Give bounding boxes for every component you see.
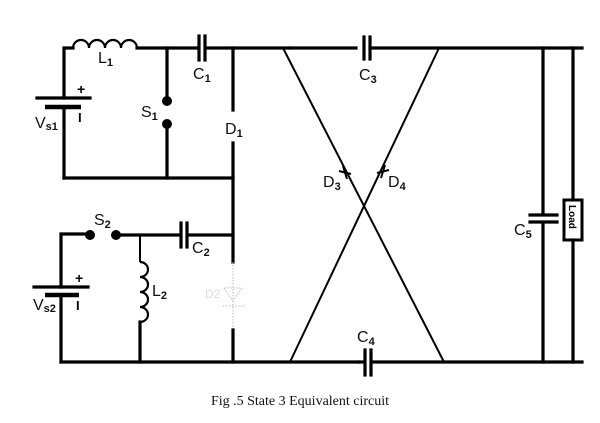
label-c4: C4 — [357, 329, 376, 348]
inductor-l2 — [139, 260, 150, 324]
label-vs1: Vs1 — [35, 115, 58, 133]
label-c5: C5 — [514, 222, 532, 241]
source-1-loop — [35, 34, 292, 264]
capacitor-c5 — [528, 213, 559, 224]
label-load: Load — [566, 205, 577, 229]
figure-caption: Fig .5 State 3 Equivalent circuit — [211, 394, 389, 409]
label-s1: S1 — [141, 104, 158, 123]
switch-s2-contact-left — [85, 230, 95, 240]
capacitor-c3 — [362, 35, 372, 61]
label-s2: S2 — [94, 212, 111, 231]
diode-d3-mark — [338, 165, 352, 180]
cross-wire-d4 — [289, 47, 440, 363]
vs2-plus: + — [75, 270, 83, 286]
svg-text:D2: D2 — [205, 287, 221, 301]
vs1-minus: I — [78, 110, 82, 125]
vs2-minus: I — [76, 298, 80, 313]
switch-s1-contact-top — [162, 96, 172, 106]
capacitor-c4 — [363, 348, 373, 377]
output-stage — [528, 46, 584, 364]
source-2-loop: D2 — [32, 221, 361, 364]
label-l1: L1 — [98, 50, 113, 69]
vs1-plus: + — [77, 81, 85, 97]
labels: L1 C1 S1 D1 Vs1 S2 C2 L2 Vs2 C3 C4 D3 D4… — [33, 50, 577, 348]
label-d3: D3 — [323, 174, 341, 193]
label-vs2: Vs2 — [33, 297, 56, 315]
bridge — [282, 35, 584, 377]
label-d4: D4 — [388, 174, 407, 193]
label-c2: C2 — [192, 240, 210, 259]
capacitor-c2 — [179, 221, 189, 249]
capacitor-c1 — [197, 34, 207, 62]
label-d1: D1 — [225, 121, 243, 140]
wire-vs1-top — [62, 46, 75, 100]
label-c3: C3 — [359, 67, 377, 86]
label-l2: L2 — [152, 283, 167, 302]
wire-vs2-top — [59, 232, 92, 289]
label-c1: C1 — [193, 66, 211, 85]
inductor-l1 — [71, 38, 139, 49]
diode-d4-mark — [376, 164, 390, 179]
diode-d2-faint: D2 — [205, 262, 245, 330]
